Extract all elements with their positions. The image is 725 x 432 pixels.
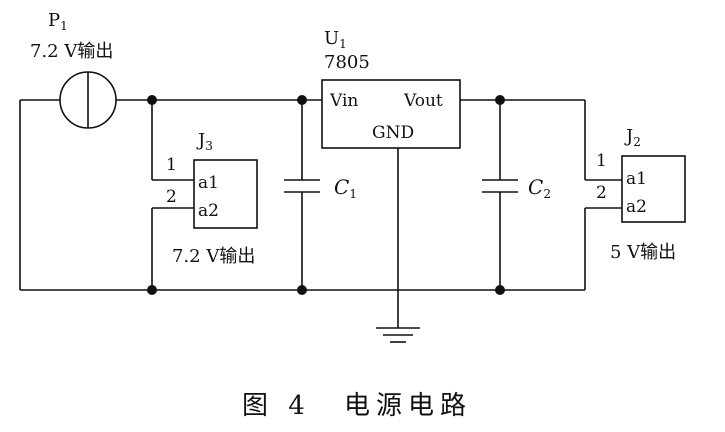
ground-symbol xyxy=(376,327,420,343)
power-source-p1 xyxy=(59,71,117,129)
regulator-u1 xyxy=(321,79,461,149)
source-output-label: 7.2 V输出 xyxy=(30,41,113,62)
j3-ref: J3 xyxy=(196,130,213,153)
regulator-part: 7805 xyxy=(324,52,370,73)
c1-ref: C1 xyxy=(334,175,357,201)
j3-pin1-number: 1 xyxy=(166,155,177,175)
j2-output-label: 5 V输出 xyxy=(610,242,676,263)
regulator-pin-gnd: GND xyxy=(372,123,414,143)
capacitor-c2 xyxy=(482,100,518,290)
figure-title: 电源电路 xyxy=(344,391,472,421)
j2-ref: J2 xyxy=(624,126,641,149)
junction-dots xyxy=(147,95,505,295)
regulator-pin-vin: Vin xyxy=(329,91,358,111)
regulator-pin-vout: Vout xyxy=(403,91,443,111)
j2-pin1-number: 1 xyxy=(596,151,607,171)
j2-pin2-number: 2 xyxy=(596,183,607,203)
capacitor-c1 xyxy=(284,100,320,290)
regulator-ref: U1 xyxy=(324,28,347,51)
j3-pin2-name: a2 xyxy=(198,201,219,221)
source-ref: P1 xyxy=(48,10,68,33)
c2-ref: C2 xyxy=(528,175,551,201)
j3-pin2-number: 2 xyxy=(166,187,177,207)
figure-number: 图 4 xyxy=(242,391,311,421)
connector-j2 xyxy=(621,155,686,223)
j3-output-label: 7.2 V输出 xyxy=(172,246,255,267)
connector-j3 xyxy=(193,159,258,229)
j2-pin2-name: a2 xyxy=(626,197,647,217)
j3-pin1-name: a1 xyxy=(198,173,219,193)
j2-pin1-name: a1 xyxy=(626,169,647,189)
